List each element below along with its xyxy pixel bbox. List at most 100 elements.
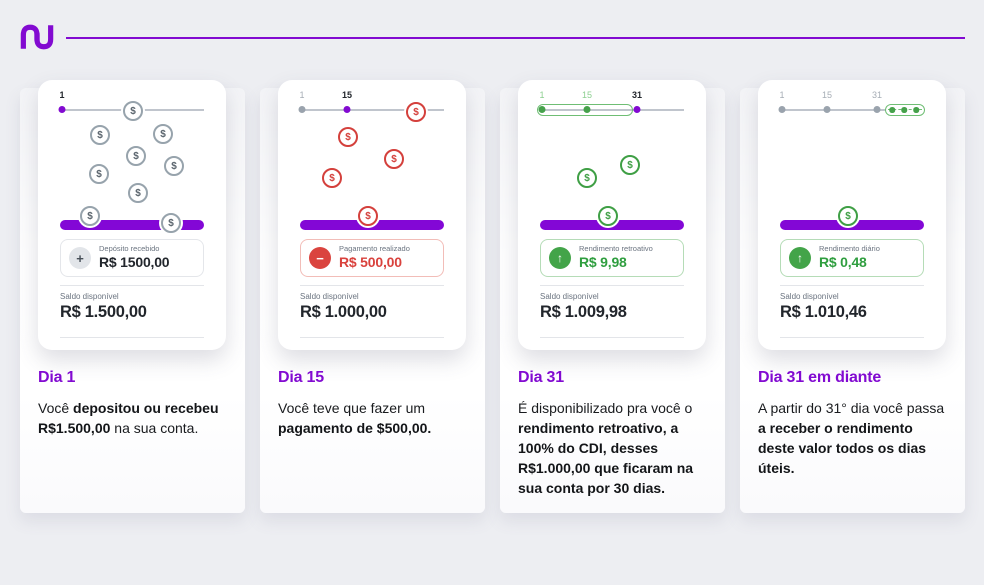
arrow-up-icon: ↑ [549, 247, 571, 269]
balance-label: Saldo disponível [780, 292, 839, 301]
caption-body: É disponibilizado pra você o rendimento … [518, 400, 694, 496]
caption-body: Você teve que fazer um pagamento de $500… [278, 400, 432, 436]
caption-dia-31: Dia 31 É disponibilizado pra você o rend… [518, 369, 709, 498]
timeline-current-dot [58, 106, 66, 113]
plus-icon: + [69, 247, 91, 269]
transaction-label: Depósito recebido [99, 244, 160, 254]
balance-label: Saldo disponível [60, 292, 119, 301]
divider [540, 285, 684, 286]
coin-icon: $ [90, 125, 110, 145]
caption-heading: Dia 1 [38, 369, 76, 386]
transaction-label: Pagamento realizado [339, 244, 410, 254]
divider [780, 285, 924, 286]
caption-heading: Dia 31 em diante [758, 369, 882, 386]
timeline-line [302, 109, 444, 111]
timeline-tick-label: 1 [59, 90, 65, 100]
timeline-tick-label: 31 [871, 90, 883, 100]
divider [60, 285, 204, 286]
column-dia-31-em-diante: 1 15 31 $ ↑ Rendimento diário R$ 0,48 Sa… [740, 80, 965, 513]
timeline-dot [778, 106, 786, 113]
transaction-value: R$ 1500,00 [99, 254, 170, 271]
nubank-logo [20, 24, 54, 55]
timeline-line [542, 109, 684, 111]
timeline-tick-label: 15 [341, 90, 353, 100]
divider [300, 285, 444, 286]
caption-dia-31-em-diante: Dia 31 em diante A partir do 31° dia voc… [758, 369, 949, 478]
timeline-tick-label: 31 [631, 90, 643, 100]
coin-icon: $ [161, 213, 181, 233]
timeline-future-dot [901, 107, 907, 113]
coin-icon: $ [89, 164, 109, 184]
caption-heading: Dia 15 [278, 369, 324, 386]
card-dia-31-em-diante: 1 15 31 $ ↑ Rendimento diário R$ 0,48 Sa… [758, 80, 946, 350]
timeline-range-pill [537, 103, 633, 116]
timeline-current-dot [633, 106, 641, 113]
column-dia-15: 1 15 $ $ $ $ $ − Pagamento realizado R$ … [260, 80, 485, 513]
transaction-box-payment: − Pagamento realizado R$ 500,00 [300, 239, 444, 277]
timeline-dot [873, 106, 881, 113]
timeline-dot [538, 106, 546, 113]
transaction-label: Rendimento diário [819, 244, 880, 254]
coin-icon: $ [620, 155, 640, 175]
coin-icon: $ [322, 168, 342, 188]
card-dia-31: 1 15 31 $ $ $ ↑ Rendimento retroativo R$… [518, 80, 706, 350]
coin-icon: $ [598, 206, 618, 226]
divider [300, 337, 444, 338]
balance-value: R$ 1.000,00 [300, 303, 387, 321]
minus-icon: − [309, 247, 331, 269]
timeline-tick-label: 15 [581, 90, 593, 100]
arrow-up-icon: ↑ [789, 247, 811, 269]
divider [780, 337, 924, 338]
progress-bar [60, 220, 204, 230]
timeline-tick-label: 1 [299, 90, 305, 100]
transaction-box-deposit: + Depósito recebido R$ 1500,00 [60, 239, 204, 277]
caption-body: A partir do 31° dia você passa a receber… [758, 400, 945, 476]
transaction-label: Rendimento retroativo [579, 244, 653, 254]
timeline-future-dot [889, 107, 895, 113]
transaction-value: R$ 9,98 [579, 254, 627, 271]
transaction-box-yield: ↑ Rendimento retroativo R$ 9,98 [540, 239, 684, 277]
coin-icon: $ [80, 206, 100, 226]
coin-icon: $ [123, 101, 143, 121]
coin-icon: $ [153, 124, 173, 144]
nubank-logo-icon [20, 24, 54, 50]
balance-label: Saldo disponível [300, 292, 359, 301]
timeline-future-pill [885, 103, 925, 116]
caption-dia-15: Dia 15 Você teve que fazer um pagamento … [278, 369, 469, 438]
transaction-box-daily-yield: ↑ Rendimento diário R$ 0,48 [780, 239, 924, 277]
coin-icon: $ [164, 156, 184, 176]
divider [540, 337, 684, 338]
coin-icon: $ [577, 168, 597, 188]
balance-value: R$ 1.010,46 [780, 303, 867, 321]
timeline-dot [298, 106, 306, 113]
card-dia-15: 1 15 $ $ $ $ $ − Pagamento realizado R$ … [278, 80, 466, 350]
caption-heading: Dia 31 [518, 369, 564, 386]
caption-dia-1: Dia 1 Você depositou ou recebeu R$1.500,… [38, 369, 229, 438]
timeline-future-dot [913, 107, 919, 113]
coin-icon: $ [838, 206, 858, 226]
timeline-dot [823, 106, 831, 113]
coin-icon: $ [126, 146, 146, 166]
column-dia-1: 1 $ $ $ $ $ $ $ $ $ + Depósito recebido … [20, 80, 245, 513]
card-dia-1: 1 $ $ $ $ $ $ $ $ $ + Depósito recebido … [38, 80, 226, 350]
balance-value: R$ 1.009,98 [540, 303, 627, 321]
timeline-tick-label: 1 [779, 90, 785, 100]
timeline-tick-label: 15 [821, 90, 833, 100]
column-dia-31: 1 15 31 $ $ $ ↑ Rendimento retroativo R$… [500, 80, 725, 513]
header-divider [66, 37, 965, 39]
balance-value: R$ 1.500,00 [60, 303, 147, 321]
timeline-tick-label: 1 [539, 90, 545, 100]
caption-body: Você depositou ou recebeu R$1.500,00 na … [38, 400, 219, 436]
timeline-dot [583, 106, 591, 113]
transaction-value: R$ 500,00 [339, 254, 402, 271]
coin-icon: $ [128, 183, 148, 203]
coin-icon: $ [406, 102, 426, 122]
balance-label: Saldo disponível [540, 292, 599, 301]
coin-icon: $ [358, 206, 378, 226]
transaction-value: R$ 0,48 [819, 254, 867, 271]
timeline-line [782, 109, 886, 111]
divider [60, 337, 204, 338]
coin-icon: $ [384, 149, 404, 169]
coin-icon: $ [338, 127, 358, 147]
timeline-current-dot [343, 106, 351, 113]
